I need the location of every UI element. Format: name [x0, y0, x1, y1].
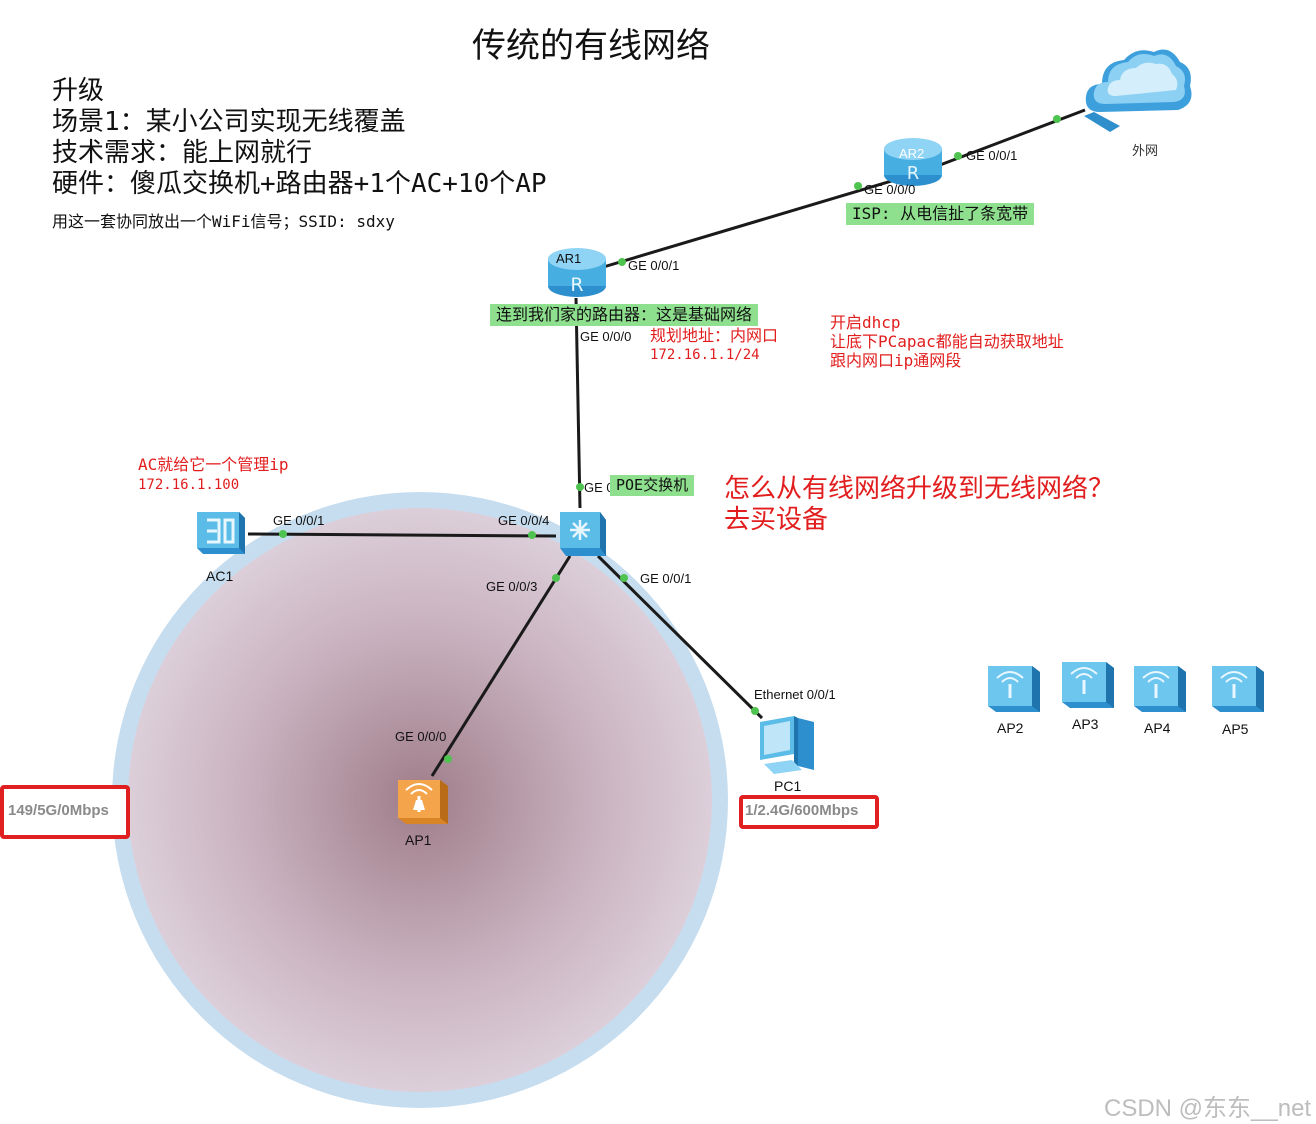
rate-box-left: 149/5G/0Mbps [0, 785, 130, 839]
access-point-icon[interactable] [394, 774, 452, 828]
port-dot [1053, 115, 1061, 123]
note-buy-devices: 去买设备 [724, 505, 829, 535]
intro-line-upgrade: 升级 [52, 76, 105, 106]
device-label-ap4: AP4 [1144, 720, 1171, 736]
router-icon[interactable]: R [546, 246, 608, 298]
pc-icon[interactable] [754, 712, 824, 776]
port-label: GE 0/0/0 [395, 729, 447, 744]
router-icon[interactable]: R [882, 137, 944, 187]
port-label: GE 0/0/4 [498, 513, 550, 528]
note-ac-ip: 172.16.1.100 [138, 477, 240, 493]
intro-line-requirement: 技术需求：能上网就行 [52, 138, 313, 168]
port-dot [618, 258, 626, 266]
access-point-icon[interactable] [984, 660, 1044, 716]
note-poe-switch: POE交换机 [610, 475, 695, 496]
rate-label-left: 149/5G/0Mbps [8, 802, 109, 819]
note-dhcp-line: 让底下PCapac都能自动获取地址 [830, 332, 1064, 351]
device-label-ar2: AR2 [899, 146, 925, 161]
svg-text:R: R [907, 163, 920, 184]
port-label: GE 0/0/1 [966, 148, 1018, 163]
link-switch-pc1 [596, 554, 764, 720]
note-isp: ISP: 从电信扯了条宽带 [846, 203, 1035, 225]
link-switch-ap1 [430, 555, 572, 777]
device-label-ap5: AP5 [1222, 721, 1249, 737]
device-label-ac1: AC1 [206, 568, 234, 584]
port-dot [552, 574, 560, 582]
port-dot [954, 152, 962, 160]
note-ac-mgmt: AC就给它一个管理ip [138, 455, 289, 474]
link-ac1-switch [247, 532, 557, 538]
port-dot [576, 483, 584, 491]
note-dhcp-line: 跟内网口ip通网段 [830, 351, 962, 370]
note-home-router: 连到我们家的路由器：这是基础网络 [490, 304, 759, 326]
access-controller-icon[interactable] [193, 506, 249, 558]
port-label: GE 0/0/1 [628, 258, 680, 273]
port-label: Ethernet 0/0/1 [754, 687, 836, 702]
port-label: GE 0/0/1 [273, 513, 325, 528]
device-label-ap1: AP1 [405, 832, 432, 848]
device-label-ap2: AP2 [997, 720, 1024, 736]
access-point-icon[interactable] [1130, 660, 1190, 716]
port-dot [279, 530, 287, 538]
intro-line-scenario: 场景1：某小公司实现无线覆盖 [52, 107, 406, 137]
port-label: GE 0/0/1 [640, 571, 692, 586]
note-dhcp-line: 开启dhcp [830, 313, 901, 332]
port-label: GE 0/0/3 [486, 579, 538, 594]
device-label-ap3: AP3 [1072, 716, 1099, 732]
page-title: 传统的有线网络 [472, 26, 710, 66]
port-dot [620, 574, 628, 582]
note-question: 怎么从有线网络升级到无线网络？ [724, 474, 1115, 504]
device-label-ar1: AR1 [556, 251, 582, 266]
link-ar2-ar1 [599, 178, 896, 270]
rate-label-right: 1/2.4G/600Mbps [745, 802, 859, 819]
access-point-icon[interactable] [1058, 656, 1118, 712]
watermark: CSDN @东东__net [1104, 1095, 1312, 1122]
rate-box-right: 1/2.4G/600Mbps [739, 795, 879, 829]
access-point-icon[interactable] [1208, 660, 1268, 716]
note-plan-ip: 172.16.1.1/24 [650, 347, 760, 363]
port-label: GE 0/0/0 [864, 182, 916, 197]
port-dot [528, 531, 536, 539]
device-label-pc1: PC1 [774, 778, 802, 794]
cloud-icon[interactable] [1080, 42, 1196, 132]
device-label-cloud: 外网 [1132, 143, 1159, 158]
link-ar1-switch [574, 297, 582, 509]
port-dot [751, 707, 759, 715]
port-label: GE 0/0/0 [580, 329, 632, 344]
note-plan-title: 规划地址：内网口 [650, 326, 779, 345]
port-dot [854, 182, 862, 190]
svg-text:R: R [570, 274, 583, 296]
intro-note-ssid: 用这一套协同放出一个WiFi信号；SSID: sdxy [52, 212, 395, 231]
intro-line-hardware: 硬件：傻瓜交换机+路由器+1个AC+10个AP [52, 169, 547, 199]
switch-icon[interactable] [552, 506, 608, 560]
port-dot [444, 755, 452, 763]
